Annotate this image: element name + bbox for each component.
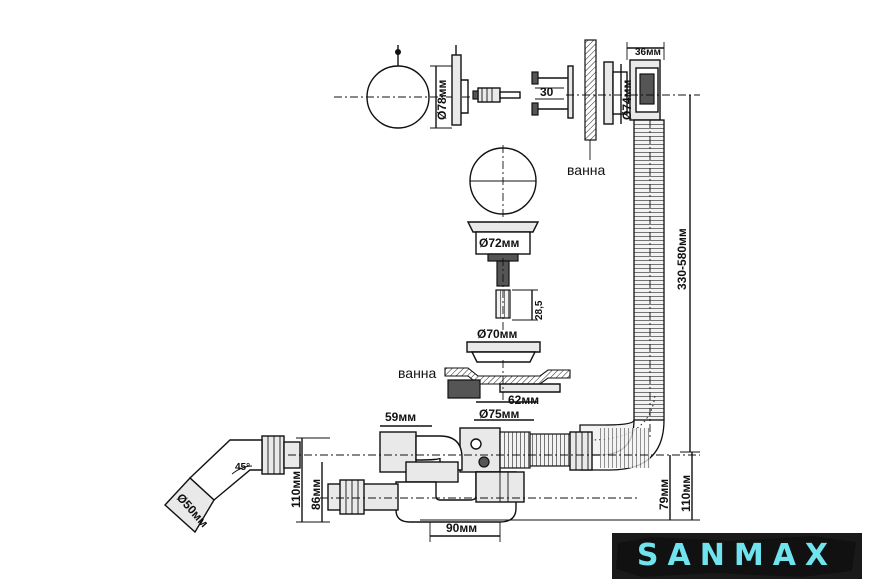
dim-90mm: 90мм	[429, 521, 501, 542]
trap-u-bend	[395, 471, 525, 523]
dim-330-580-label: 330-580мм	[675, 228, 689, 290]
dim-d74: Ø74мм	[620, 64, 634, 124]
dim-62mm: 62мм	[476, 393, 539, 407]
dim-79: 79мм	[657, 455, 671, 520]
dim-62mm-label: 62мм	[508, 393, 539, 407]
dim-d70-label: Ø70мм	[477, 327, 518, 341]
dim-110-right-label: 110мм	[679, 475, 693, 512]
dim-28-5-label: 28,5	[534, 300, 545, 320]
bath-bottom: ванна	[398, 360, 571, 400]
dim-79-label: 79мм	[657, 479, 671, 510]
dim-36mm: 36мм	[626, 42, 665, 60]
drain-plug-stem	[495, 258, 511, 330]
trap-outlet	[327, 479, 399, 515]
dim-86-label: 86мм	[309, 479, 323, 510]
dim-d72-label: Ø72мм	[479, 236, 520, 250]
dim-59mm: 59мм	[380, 410, 432, 427]
logo-brush-stroke	[616, 536, 856, 577]
overflow-screw-bolt	[472, 87, 521, 103]
dim-28-5: 28,5	[512, 289, 545, 321]
dim-110-right: 110мм	[679, 452, 700, 521]
dim-36mm-label: 36мм	[635, 47, 661, 58]
overflow-plate	[603, 61, 628, 125]
dim-d78-label: Ø78мм	[435, 79, 449, 120]
dim-d75-label: Ø75мм	[479, 407, 520, 421]
flex-hose	[579, 119, 665, 471]
overflow-screws: 30	[531, 71, 570, 116]
drain-plug-cap	[469, 145, 537, 218]
dim-86: 86мм	[309, 462, 323, 522]
dim-59mm-label: 59мм	[385, 410, 416, 424]
bath-label-top: ванна	[567, 162, 606, 178]
logo-text: SANMAX	[636, 538, 838, 573]
dim-110-left-label: 110мм	[289, 471, 303, 508]
trap-upper-pipe	[379, 431, 463, 483]
overflow-gasket	[567, 65, 574, 119]
dim-d75: Ø75мм	[474, 407, 534, 421]
drain-body-fitting	[459, 427, 593, 473]
centerlines	[288, 454, 700, 521]
drain-grate: Ø70мм	[466, 327, 541, 363]
dim-330-580: 330-580мм	[675, 95, 700, 453]
overflow-body	[566, 59, 700, 121]
overflow-cover-front	[334, 45, 470, 129]
angled-outlet: Ø50мм 45°	[164, 435, 301, 534]
dim-30-label: 30	[540, 85, 554, 99]
dim-d74-label: Ø74мм	[620, 79, 634, 120]
bath-label-mid: ванна	[398, 365, 437, 381]
brand-logo: SANMAX	[612, 533, 862, 579]
bath-wall-top: ванна	[567, 39, 606, 178]
dim-90mm-label: 90мм	[446, 521, 477, 535]
dim-d78: Ø78мм	[430, 65, 452, 129]
dim-110-left: 110мм	[289, 437, 330, 523]
overflow-cover-side	[451, 45, 469, 126]
drain-plug-side: Ø72мм	[466, 221, 540, 287]
